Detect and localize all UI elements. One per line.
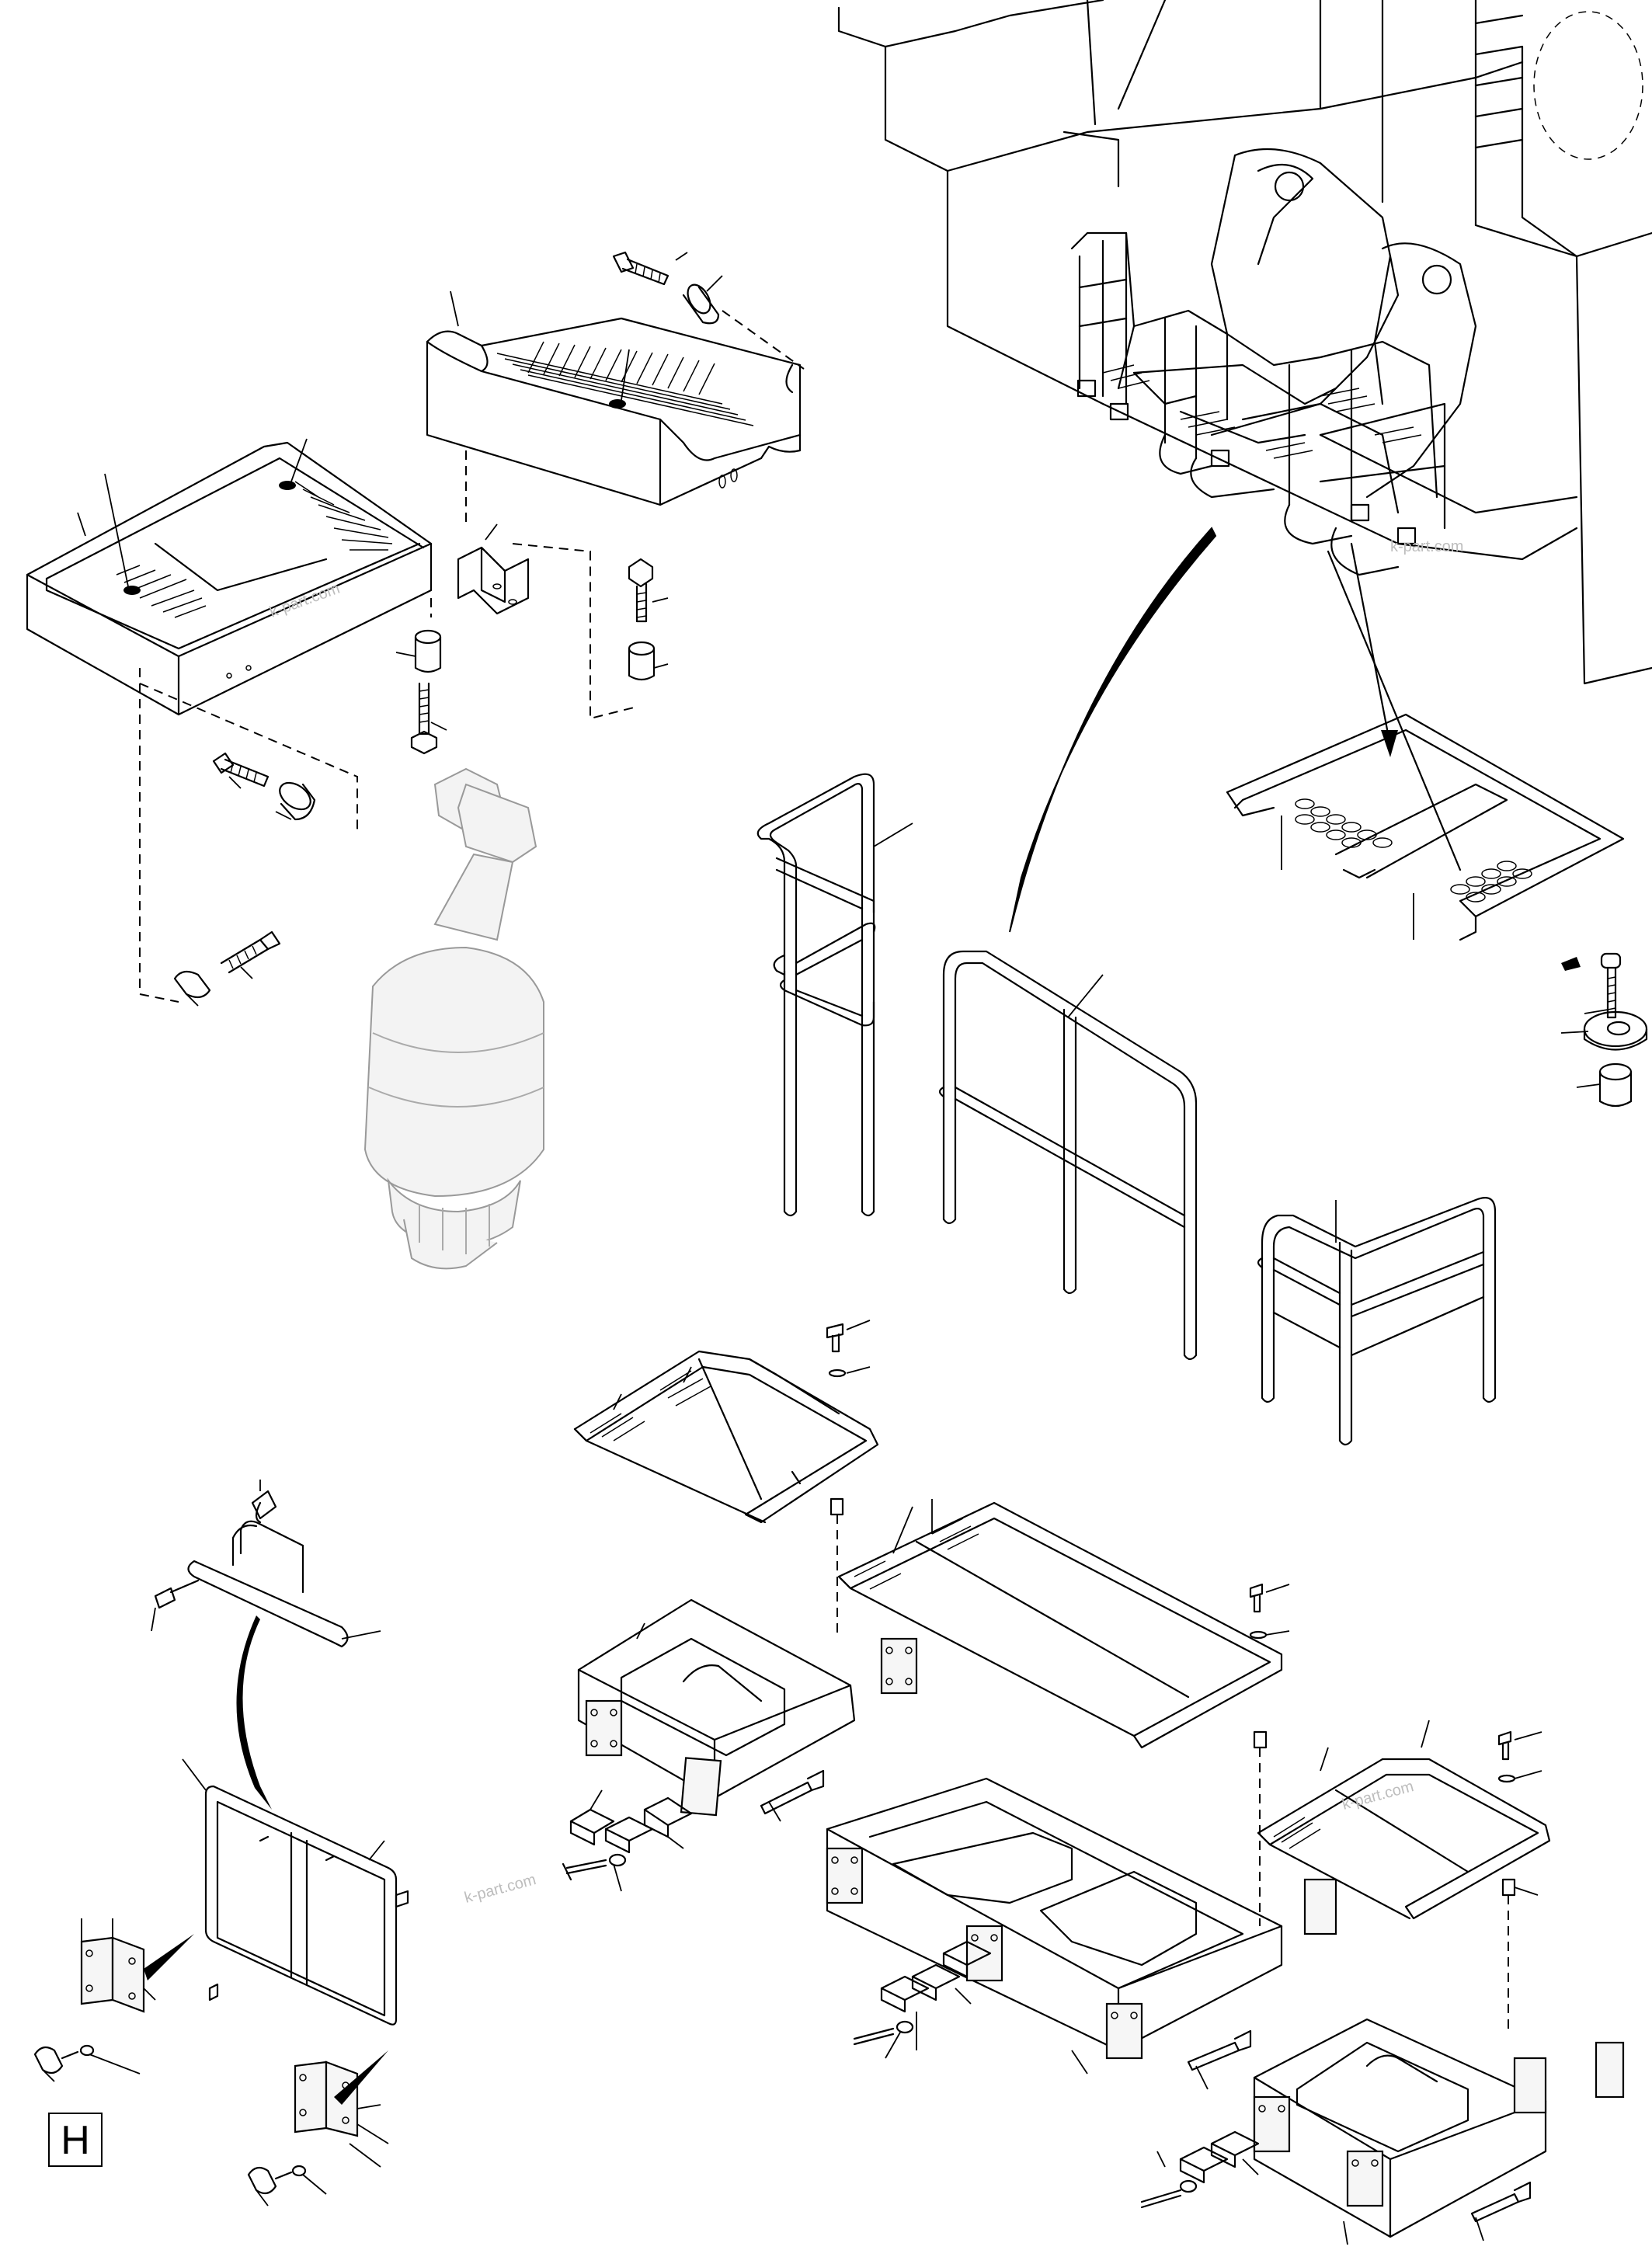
- clamp-group-right: [1140, 2130, 1532, 2241]
- floor-plate-right: k-part.com: [1257, 1720, 1551, 1920]
- handrail-right: [1257, 1197, 1497, 1446]
- floor-plate-upper-center: [837, 1499, 1283, 1749]
- step-cover-right: [1226, 713, 1625, 941]
- section-label: H: [48, 2113, 103, 2167]
- watermark-text-top: k-part.com: [1390, 538, 1463, 555]
- arrowhead-1: [1381, 730, 1398, 757]
- watermark-text-plate: k-part.com: [1341, 1778, 1416, 1814]
- dashed-connectors: [139, 450, 638, 1003]
- clamp-group-center: [853, 1940, 1252, 2090]
- watermark-text-tray: k-part.com: [267, 580, 342, 621]
- handrail-left: [756, 773, 913, 1217]
- handrail-middle: [938, 950, 1198, 1361]
- hinge-group: [33, 1918, 389, 2207]
- curved-arrow-large: [1009, 527, 1217, 933]
- bolt-spacer-top: [612, 251, 805, 370]
- bolt-spacer-lower: [173, 752, 316, 1007]
- step-frame-center: [826, 1777, 1337, 2074]
- clamp-group-left: [562, 1769, 825, 1892]
- small-bolts: [826, 1320, 1542, 2035]
- door-frame: [182, 1758, 409, 2026]
- fastener-set-right: [1560, 952, 1648, 1108]
- step-frame-right: [1253, 2018, 1625, 2245]
- bracket-center: [457, 523, 530, 615]
- curved-arrow-small: [236, 1615, 272, 1810]
- watermark-text-bottom: k-part.com: [463, 1871, 538, 1907]
- step-frame-left: [577, 1598, 918, 1817]
- arrow-line-2: [1327, 550, 1462, 871]
- tray-large: k-part.com: [26, 438, 433, 716]
- tray-small: [426, 290, 802, 506]
- floor-plate-upper-left: [573, 1350, 879, 1524]
- motor-component: [363, 767, 544, 1270]
- machine-body: [837, 0, 1652, 685]
- handle-bracket: [151, 1480, 381, 1648]
- arrow-line-1: [1350, 542, 1392, 747]
- bolt-spacer-column: [395, 558, 669, 755]
- platform-assembly: k-part.com: [1070, 231, 1463, 576]
